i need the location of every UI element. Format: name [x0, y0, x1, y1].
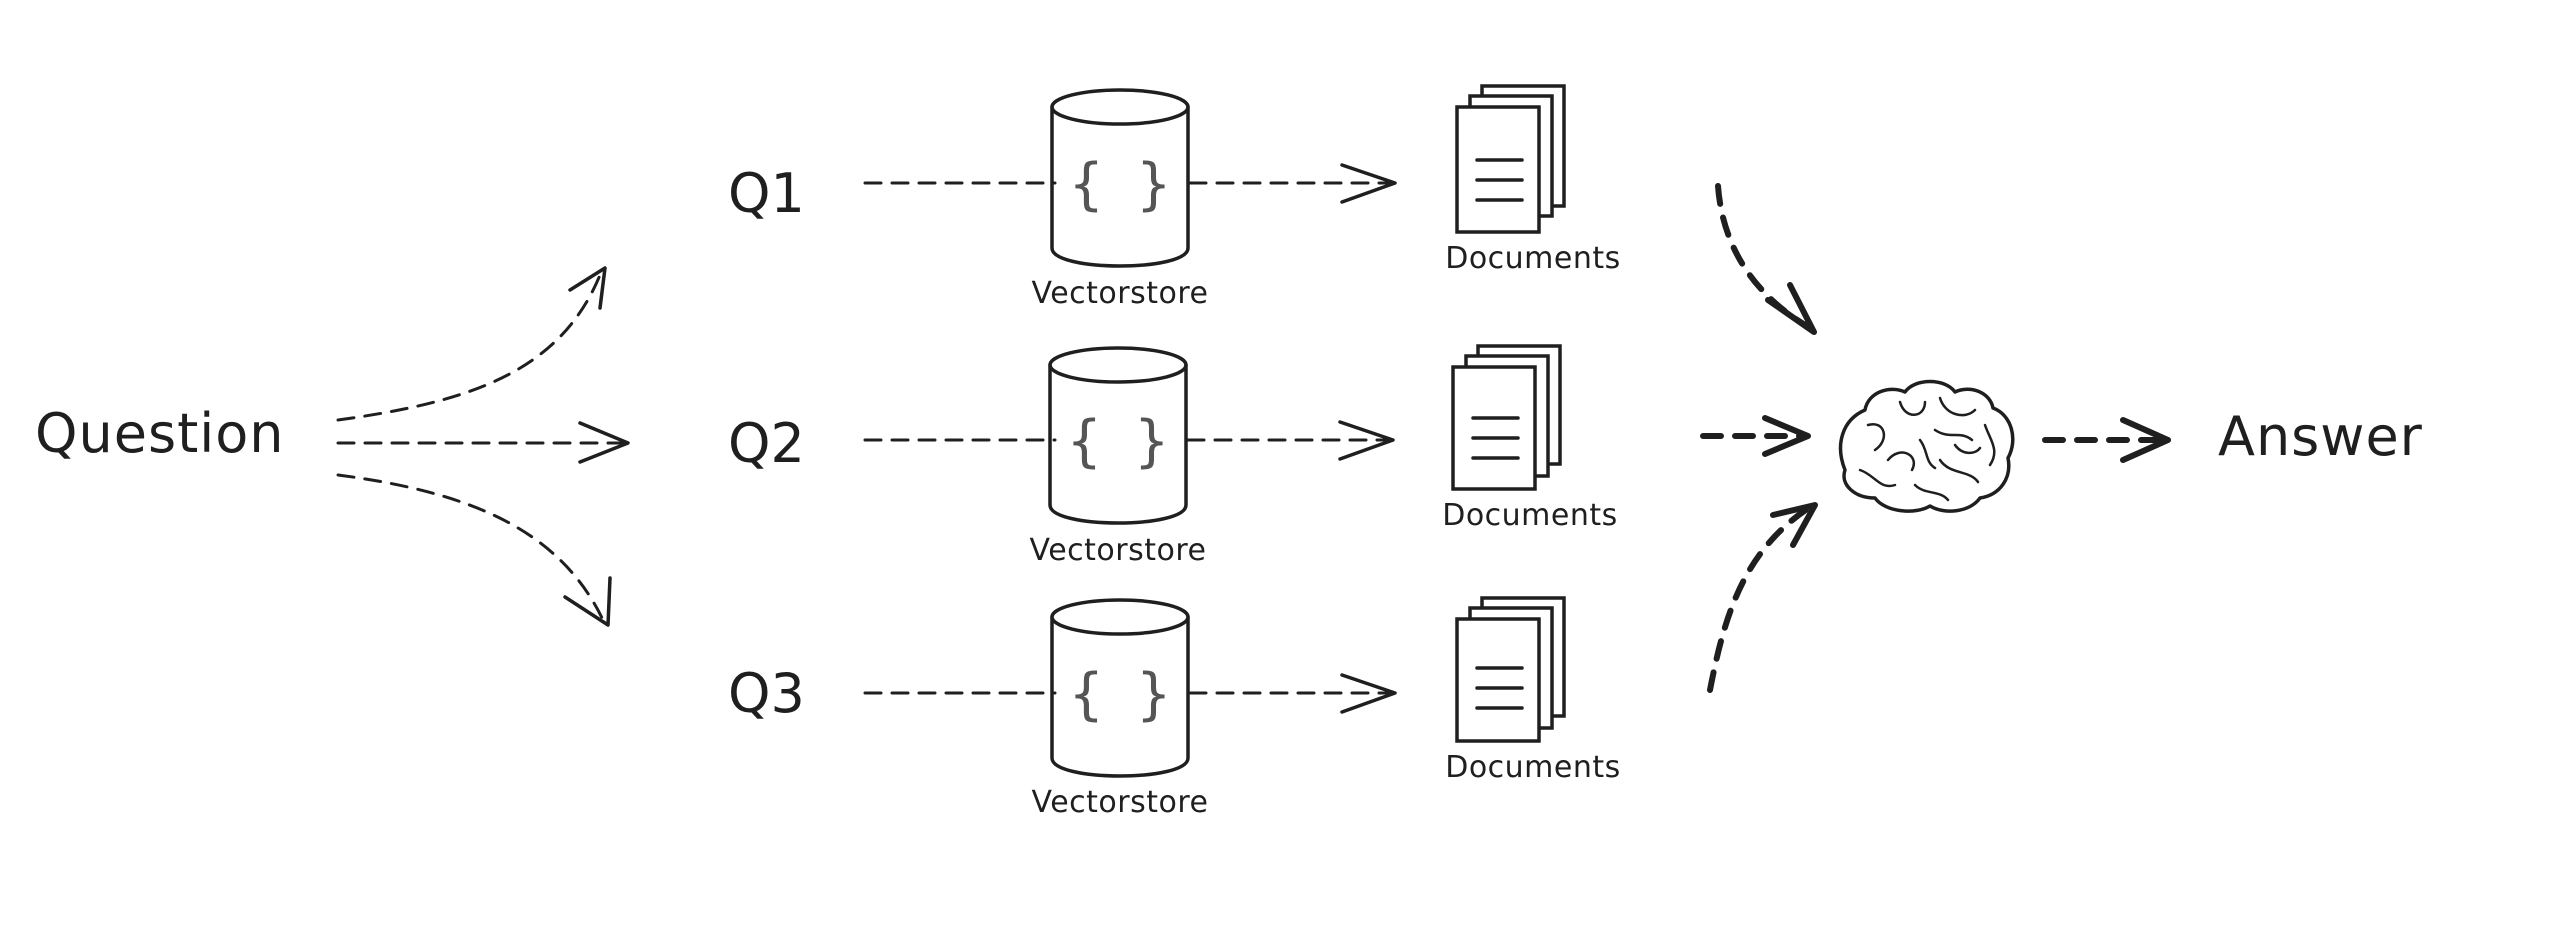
vectorstore-1: { } — [1050, 88, 1190, 268]
arrowhead-brain-mid — [1762, 415, 1811, 457]
arrow-docs1-to-brain — [1715, 183, 1813, 331]
vectorstore-3-label: Vectorstore — [1032, 785, 1209, 820]
fan-in-arrows — [1700, 183, 1818, 693]
arrowhead-docs3 — [1340, 673, 1397, 714]
arrowhead-q3 — [563, 576, 612, 627]
answer-label: Answer — [2218, 405, 2423, 468]
question-label: Question — [35, 402, 285, 465]
query-row-2: Q2 { } Vectorstore Documents — [728, 344, 1618, 568]
vectorstore-2-label: Vectorstore — [1030, 533, 1207, 568]
arrowhead-q2 — [578, 421, 630, 464]
fan-out-arrows — [336, 266, 630, 627]
documents-2-icon — [1451, 344, 1562, 491]
vectorstore-2: { } — [1048, 346, 1188, 525]
vectorstore-1-label: Vectorstore — [1032, 276, 1209, 311]
arrowhead-answer — [2120, 417, 2171, 463]
vectorstore-1-icon: { } — [1069, 152, 1170, 217]
arrow-docs3-to-brain — [1707, 504, 1813, 693]
documents-2-label: Documents — [1442, 498, 1618, 533]
query-label-q2: Q2 — [728, 412, 805, 475]
vectorstore-2-icon: { } — [1067, 409, 1168, 474]
documents-1-label: Documents — [1445, 241, 1621, 276]
arrowhead-q1 — [568, 266, 607, 310]
arrow-to-q3 — [336, 473, 605, 622]
arrowhead-brain-top — [1765, 282, 1817, 335]
query-row-3: Q3 { } Vectorstore Documents — [728, 596, 1621, 820]
documents-3-label: Documents — [1445, 750, 1621, 785]
arrowhead-docs2 — [1338, 420, 1395, 461]
documents-3-icon — [1455, 596, 1566, 743]
query-label-q1: Q1 — [728, 162, 805, 225]
brain-icon — [1838, 379, 2015, 513]
arrowhead-brain-bottom — [1770, 502, 1818, 548]
query-label-q3: Q3 — [728, 662, 805, 725]
documents-1-icon — [1455, 84, 1566, 234]
query-row-1: Q1 { } Vectorstore Documents — [728, 84, 1621, 311]
vectorstore-3-icon: { } — [1069, 662, 1170, 727]
arrowhead-docs1 — [1340, 163, 1397, 204]
vectorstore-3: { } — [1050, 598, 1190, 778]
arrow-to-q1 — [336, 273, 602, 422]
